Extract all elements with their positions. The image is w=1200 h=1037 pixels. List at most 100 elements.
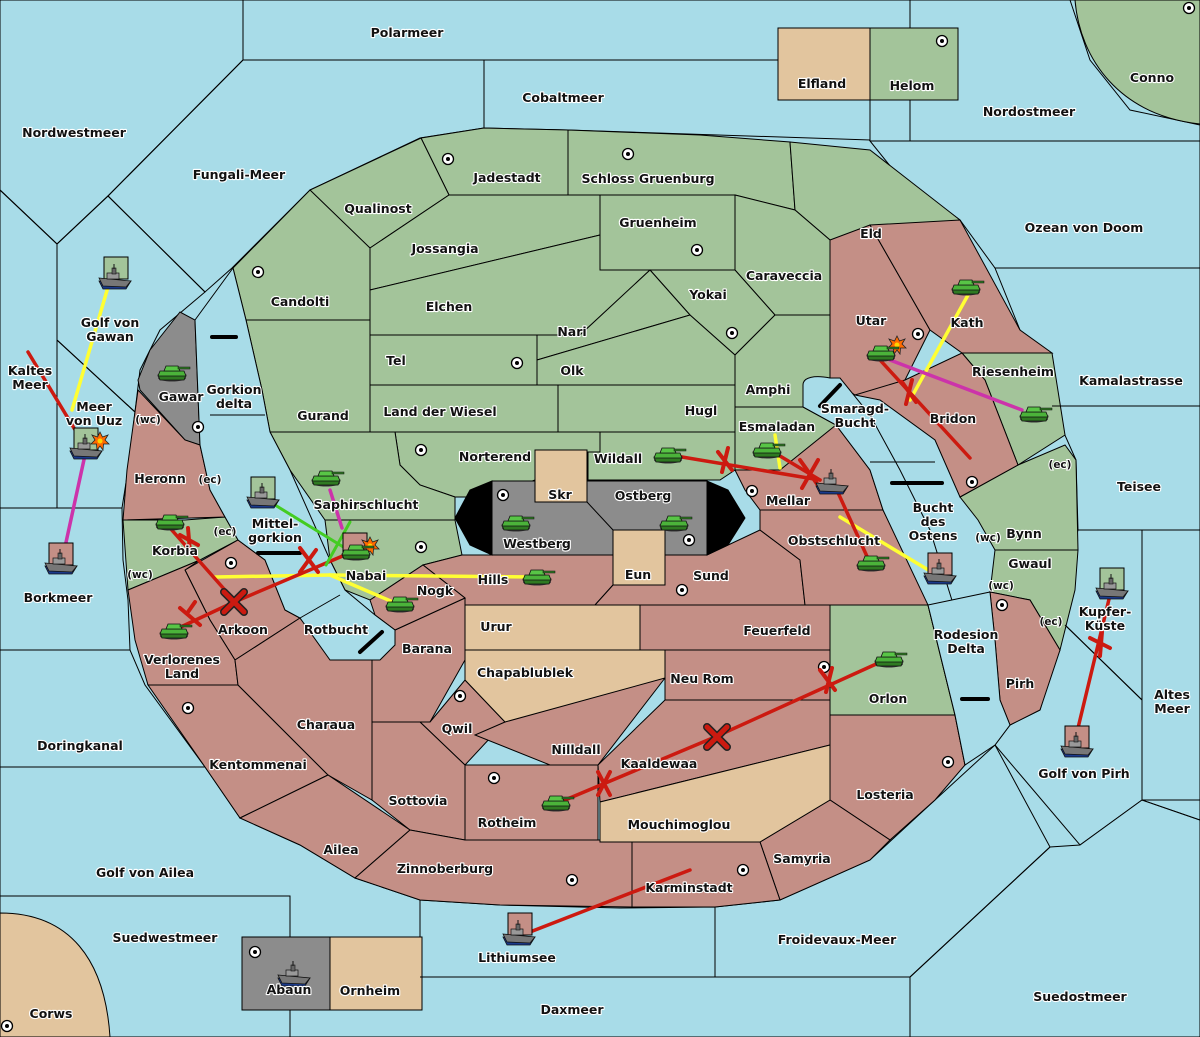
supply-center-icon: [690, 243, 704, 257]
label-nilldall: Nilldall: [551, 742, 600, 757]
region-kaltes-meer[interactable]: [0, 189, 58, 509]
region-nogk[interactable]: [369, 564, 466, 631]
label-ailea: Ailea: [323, 842, 358, 857]
label-feuerfeld: Feuerfeld: [743, 623, 810, 638]
label-utar: Utar: [856, 313, 888, 328]
label-doringkanal: Doringkanal: [37, 738, 123, 753]
label-jadestadt: Jadestadt: [472, 170, 540, 185]
label-fungali-meer: Fungali-Meer: [193, 167, 286, 182]
label-rodesion-delta-1: Rodesion: [934, 627, 999, 642]
label-golf-von-ailea: Golf von Ailea: [96, 865, 194, 880]
supply-center-icon: [1182, 1, 1196, 15]
label-nordostmeer: Nordostmeer: [983, 104, 1076, 119]
label-wildall: Wildall: [594, 451, 642, 466]
label-yokai: Yokai: [688, 287, 727, 302]
label-ostberg: Ostberg: [615, 488, 672, 503]
supply-center-icon: [248, 945, 262, 959]
label-verlorenes-land-2: Land: [165, 666, 199, 681]
label-nabai: Nabai: [346, 568, 387, 583]
label-neu-rom: Neu Rom: [670, 671, 733, 686]
supply-center-icon: [995, 598, 1009, 612]
label-bridon: Bridon: [930, 411, 976, 426]
label-kaaldewaa: Kaaldewaa: [621, 756, 698, 771]
region-gorkion-mittelgorkion-rotbucht[interactable]: [194, 266, 396, 661]
label-smaragd-bucht-2: Bucht: [835, 415, 876, 430]
supply-center-icon: [911, 327, 925, 341]
label-caraveccia: Caraveccia: [746, 268, 822, 283]
label-barana: Barana: [402, 641, 452, 656]
label-meer-von-uuz-2: von Uuz: [66, 413, 122, 428]
label-verlorenes-land-1: Verlorenes: [144, 652, 220, 667]
label-kentommenai: Kentommenai: [209, 757, 307, 772]
label-karminstadt: Karminstadt: [645, 880, 732, 895]
label-meer-von-uuz-1: Meer: [76, 399, 112, 414]
support-orders: [70, 285, 970, 607]
label-rodesion-delta-2: Delta: [947, 641, 985, 656]
label-kupfer-kueste-1: Kupfer-: [1079, 604, 1132, 619]
label-elchen: Elchen: [426, 299, 473, 314]
label-hugl: Hugl: [685, 403, 718, 418]
supply-center-icon: [682, 533, 696, 547]
supply-center-icon: [453, 689, 467, 703]
label-kupfer-kueste-2: Küste: [1085, 618, 1125, 633]
region-ornheim[interactable]: [329, 936, 423, 1011]
region-corws[interactable]: [0, 912, 111, 1037]
label-suedwestmeer: Suedwestmeer: [113, 930, 219, 945]
region-borkmeer[interactable]: [0, 507, 131, 651]
label-nogk: Nogk: [417, 583, 454, 598]
supply-center-icon: [224, 556, 238, 570]
region-altes-meer[interactable]: [1141, 529, 1200, 801]
label-nari: Nari: [557, 324, 586, 339]
label-golf-von-gawan-2: Gawan: [86, 329, 134, 344]
label-bucht-des-ostens-1: Bucht: [913, 500, 954, 515]
label-rotheim: Rotheim: [478, 815, 537, 830]
label-smaragd-bucht-1: Smaragd-: [821, 401, 889, 416]
region-bridon[interactable]: [854, 352, 1019, 498]
label-jossangia: Jossangia: [410, 241, 478, 256]
label-bucht-des-ostens-2: des: [921, 514, 946, 529]
region-lithiumsee[interactable]: [419, 899, 716, 978]
coast-label-gawar-wc: (wc): [135, 414, 161, 426]
label-chapablublek: Chapablublek: [477, 665, 574, 680]
label-gwaul: Gwaul: [1008, 556, 1051, 571]
coast-labels: (wc) (ec) (ec) (wc) (ec) (wc) (wc) (ec): [126, 413, 1072, 629]
region-chapablublek[interactable]: [464, 649, 666, 723]
label-suedostmeer: Suedostmeer: [1033, 989, 1127, 1004]
region-bynn[interactable]: [959, 444, 1079, 551]
supply-center-icon: [745, 484, 759, 498]
region-gruenheim[interactable]: [599, 194, 736, 271]
label-nordwestmeer: Nordwestmeer: [22, 125, 127, 140]
supply-center-icon: [941, 755, 955, 769]
coast-label-heronn-ec: (ec): [199, 474, 222, 486]
bridge-arrow-icon: [818, 383, 842, 408]
region-saphirschlucht[interactable]: [269, 431, 456, 521]
region-mouchimoglou[interactable]: [599, 744, 831, 843]
central-capsule: [454, 449, 746, 586]
supply-center-icon: [621, 147, 635, 161]
label-bucht-des-ostens-3: Ostens: [909, 528, 958, 543]
failed-order-markers: [178, 378, 1112, 797]
label-riesenheim: Riesenheim: [972, 364, 1054, 379]
region-rodesion-delta[interactable]: [927, 591, 1011, 766]
label-korbia: Korbia: [152, 543, 198, 558]
region-conno[interactable]: [1074, 0, 1200, 125]
label-teisee: Teisee: [1117, 479, 1161, 494]
region-eun-front[interactable]: [612, 529, 666, 586]
border-mittelgorkion-rotbucht: [299, 594, 341, 619]
label-abaun: Abaun: [267, 982, 312, 997]
border-westberg-ostberg: [586, 501, 614, 531]
region-skr-front[interactable]: [534, 449, 588, 503]
supply-center-icon: [496, 488, 510, 502]
supply-center-icon: [191, 420, 205, 434]
label-gurand: Gurand: [297, 408, 349, 423]
supply-center-icon: [414, 540, 428, 554]
coast-label-gwaul-wc: (wc): [988, 580, 1014, 592]
region-karminstadt[interactable]: [631, 841, 781, 908]
label-corws: Corws: [30, 1006, 73, 1021]
destroyed-x-icon: [221, 589, 247, 615]
label-elfland: Elfland: [798, 76, 846, 91]
region-qwil[interactable]: [418, 679, 506, 766]
label-kath: Kath: [951, 315, 984, 330]
units: [44, 256, 1129, 987]
